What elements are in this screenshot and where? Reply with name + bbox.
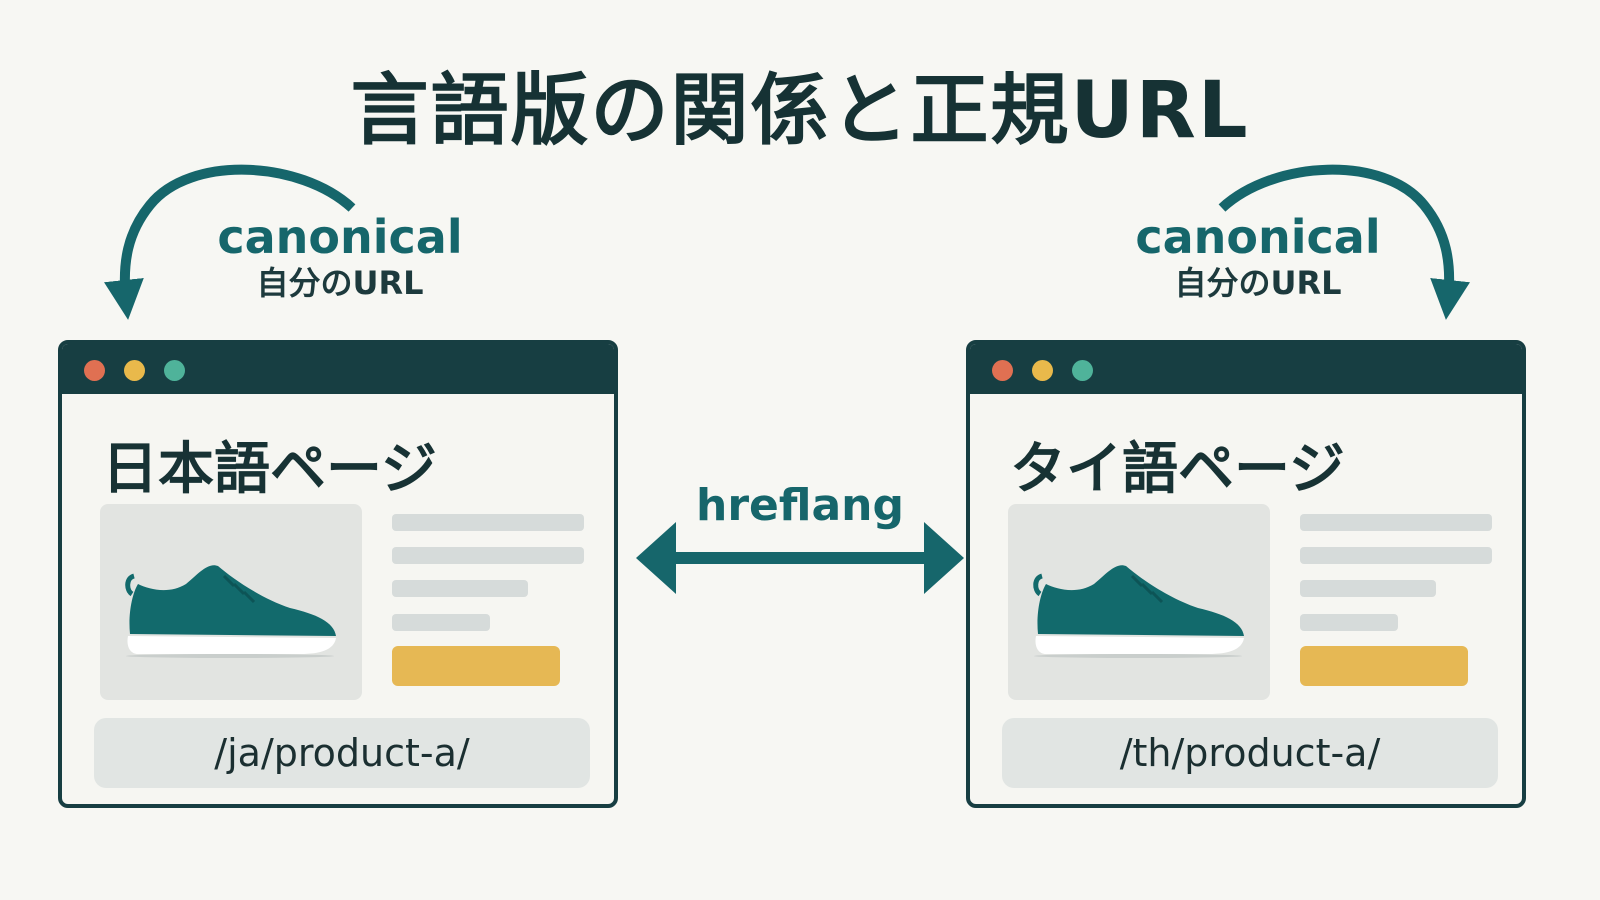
hreflang-arrow xyxy=(636,522,964,594)
text-line-placeholder xyxy=(1300,580,1436,597)
canonical-label: canonical xyxy=(1135,210,1381,264)
url-bar[interactable]: /th/product-a/ xyxy=(1002,718,1498,788)
maximize-dot-icon xyxy=(1072,360,1093,381)
text-line-placeholder xyxy=(392,614,490,631)
text-line-placeholder xyxy=(1300,514,1492,531)
url-bar[interactable]: /ja/product-a/ xyxy=(94,718,590,788)
page-title: タイ語ページ xyxy=(1010,437,1345,502)
canonical-label: canonical xyxy=(217,210,463,264)
window-titlebar xyxy=(62,344,614,394)
canonical-annotation-right: canonical 自分のURL xyxy=(1118,212,1398,304)
buy-button[interactable] xyxy=(1300,646,1468,686)
minimize-dot-icon xyxy=(124,360,145,381)
canonical-annotation-left: canonical 自分のURL xyxy=(200,212,480,304)
diagram-title: 言語版の関係と正規URL xyxy=(350,66,1250,156)
text-line-placeholder xyxy=(1300,614,1398,631)
close-dot-icon xyxy=(84,360,105,381)
page-title: 日本語ページ xyxy=(102,437,437,502)
text-line-placeholder xyxy=(1300,547,1492,564)
product-image xyxy=(100,504,362,700)
close-dot-icon xyxy=(992,360,1013,381)
thai-page-window: タイ語ページ /th/product-a/ xyxy=(966,340,1526,808)
text-line-placeholder xyxy=(392,514,584,531)
canonical-sublabel: 自分のURL xyxy=(1174,263,1342,302)
hreflang-label: hreflang xyxy=(696,480,904,531)
canonical-arrow-left xyxy=(104,164,356,320)
shoe-icon xyxy=(125,565,337,658)
buy-button[interactable] xyxy=(392,646,560,686)
minimize-dot-icon xyxy=(1032,360,1053,381)
japanese-page-window: 日本語ページ /ja/product-a/ xyxy=(58,340,618,808)
canonical-sublabel: 自分のURL xyxy=(256,263,424,302)
canonical-arrow-right xyxy=(1218,164,1470,320)
maximize-dot-icon xyxy=(164,360,185,381)
window-titlebar xyxy=(970,344,1522,394)
text-line-placeholder xyxy=(392,580,528,597)
text-line-placeholder xyxy=(392,547,584,564)
shoe-icon xyxy=(1033,565,1244,658)
product-image xyxy=(1008,504,1270,700)
